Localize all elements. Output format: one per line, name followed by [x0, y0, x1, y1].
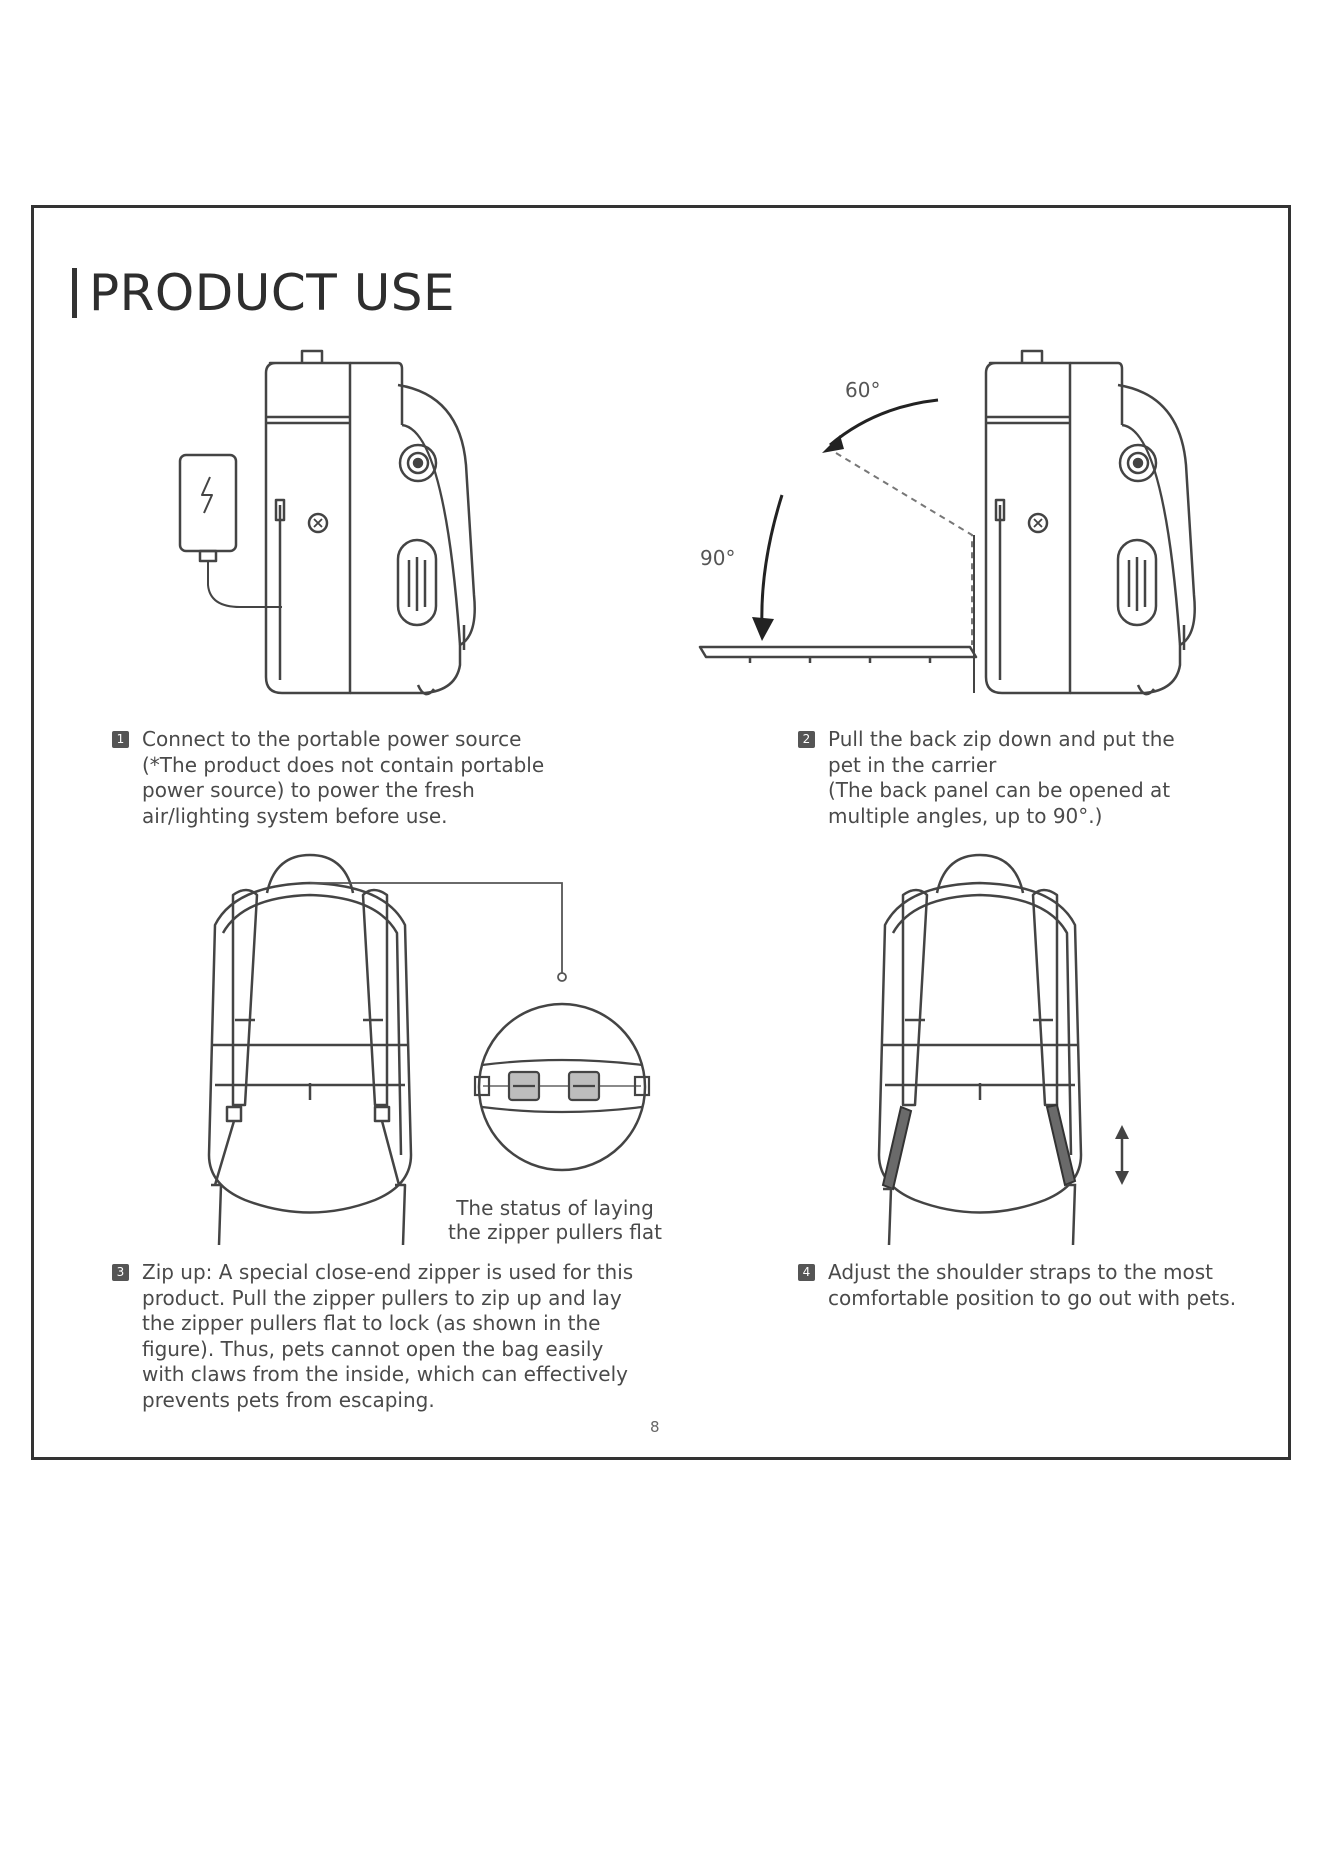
angle-90-label: 90° [700, 546, 735, 570]
step-3-number: 3 [112, 1264, 129, 1281]
step-3-line: Zip up: A special close-end zipper is us… [142, 1260, 634, 1284]
step-1: 1 Connect to the portable power source (… [112, 727, 544, 829]
step-3-line: prevents pets from escaping. [142, 1387, 435, 1412]
section-heading: PRODUCT USE [72, 268, 455, 318]
step-2-line: pet in the carrier [828, 752, 997, 777]
zipper-caption-line: the zipper pullers flat [448, 1220, 662, 1244]
step-3-line: figure). Thus, pets cannot open the bag … [142, 1336, 604, 1361]
figure-zipper-lock [207, 853, 651, 1246]
figure-power-connection [178, 349, 476, 696]
figure-back-panel-open: 60° 90° [698, 349, 1196, 696]
heading-bar [72, 268, 77, 318]
zipper-caption: The status of laying the zipper pullers … [440, 1196, 670, 1244]
page-frame [31, 205, 1291, 1460]
step-1-line: air/lighting system before use. [142, 803, 448, 828]
step-1-line: power source) to power the fresh [142, 778, 475, 802]
step-1-line: (*The product does not contain portable [142, 752, 545, 777]
zipper-caption-line: The status of laying [456, 1196, 654, 1220]
step-4-line: comfortable position to go out with pets… [828, 1285, 1237, 1310]
step-3-line: with claws from the inside, which can ef… [142, 1362, 628, 1386]
step-3-line: the zipper pullers flat to lock (as show… [142, 1311, 601, 1335]
step-2-line: multiple angles, up to 90°.) [828, 803, 1103, 828]
figure-adjust-straps [877, 853, 1129, 1246]
step-2: 2 Pull the back zip down and put the pet… [798, 727, 1175, 829]
section-title: PRODUCT USE [89, 264, 456, 322]
step-4-line: Adjust the shoulder straps to the most [828, 1260, 1214, 1284]
page-number: 8 [650, 1418, 660, 1436]
step-3-line: product. Pull the zipper pullers to zip … [142, 1285, 622, 1310]
step-2-line: (The back panel can be opened at [828, 778, 1171, 802]
step-3: 3 Zip up: A special close-end zipper is … [112, 1260, 633, 1413]
step-4: 4 Adjust the shoulder straps to the most… [798, 1260, 1236, 1311]
step-1-number: 1 [112, 731, 129, 748]
step-2-line: Pull the back zip down and put the [828, 727, 1175, 751]
step-2-number: 2 [798, 731, 815, 748]
step-4-number: 4 [798, 1264, 815, 1281]
step-1-line: Connect to the portable power source [142, 727, 522, 751]
angle-60-label: 60° [845, 378, 880, 402]
